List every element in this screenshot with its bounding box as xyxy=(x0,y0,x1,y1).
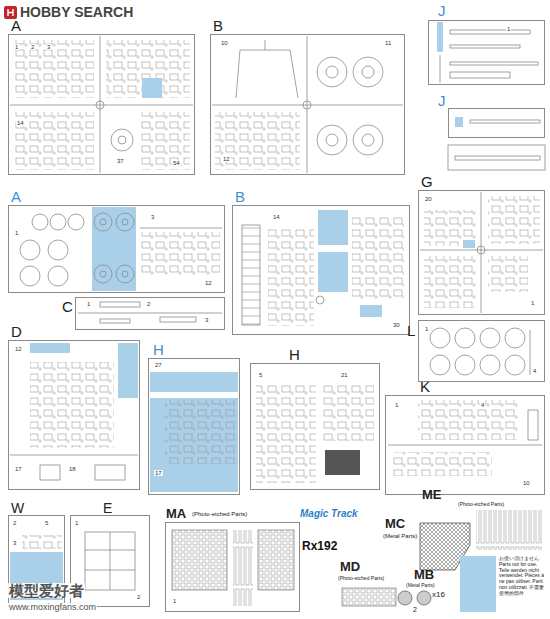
sprue-frame: A xyxy=(8,34,195,175)
callout-number: 1 xyxy=(394,402,399,408)
watermark: www.moxingfans.com xyxy=(8,603,97,612)
callout-number: 4 xyxy=(480,402,485,408)
sprue-letter: A xyxy=(11,18,21,33)
callout-number: 12 xyxy=(204,280,213,286)
callout-number: 1 xyxy=(506,26,511,32)
sprue-letter: E xyxy=(103,501,112,515)
callout-number: 18 xyxy=(68,466,77,472)
callout-number: 11 xyxy=(384,40,392,46)
callout-number: 1 xyxy=(530,300,535,306)
parts-note: (Metal Parts) xyxy=(383,533,417,539)
callout-number: 10 xyxy=(522,480,531,486)
sprue-frame: L xyxy=(418,320,545,382)
sprue-letter: J xyxy=(438,3,446,18)
sprue-letter: MD xyxy=(340,560,360,573)
sprue-frame: B xyxy=(232,205,410,335)
brand-logo: HOBBY SEARCH xyxy=(20,5,133,19)
callout-number: 3 xyxy=(12,540,17,546)
legend-swatch xyxy=(460,556,496,612)
sprue-frame: MB (Metal Parts) xyxy=(392,568,450,612)
sprue-frame: MA(Photo-etched Parts) xyxy=(165,522,300,612)
logo-text: Magic Track xyxy=(300,509,358,519)
sprue-letter: L xyxy=(407,323,415,338)
callout-number: 1 xyxy=(14,230,19,236)
sprue-letter: G xyxy=(421,174,433,189)
sprue-letter: MC xyxy=(385,517,405,530)
callout-number: 3 xyxy=(204,317,209,323)
sprue-letter: A xyxy=(11,189,21,204)
sprue-frame: B xyxy=(210,34,405,175)
sprue-frame: ME (Photo-etched Parts) xyxy=(420,488,545,552)
parts-note: (Photo-etched Parts) xyxy=(338,576,384,581)
parts-note: (Metal Parts) xyxy=(406,583,435,588)
sprue-letter: D xyxy=(11,324,22,339)
callout-number: 17 xyxy=(154,470,163,476)
parts-note: (Photo-etched Parts) xyxy=(192,511,247,517)
callout-number: 3 xyxy=(46,44,51,50)
set-code: Rx192 xyxy=(302,540,337,552)
sprue-frame: A xyxy=(8,205,225,293)
sprue-letter: K xyxy=(420,379,430,394)
callout-number: 2 xyxy=(136,594,141,600)
callout-number: 1 xyxy=(172,598,177,604)
callout-number: 54 xyxy=(172,160,181,166)
parts-note: (Photo-etched Parts) xyxy=(458,502,504,507)
callout-number: 14 xyxy=(272,214,281,220)
callout-number: 12 xyxy=(222,156,231,162)
callout-number: 21 xyxy=(340,372,349,378)
callout-number: 2 xyxy=(30,44,35,50)
sprue-letter: C xyxy=(62,299,73,314)
callout-number: 2 xyxy=(146,301,151,307)
legend-text: お使い頂けません Parts not for use. Teile werden… xyxy=(499,556,547,596)
callout-number: 5 xyxy=(44,520,49,526)
callout-number: 12 xyxy=(14,346,23,352)
callout-number: 4 xyxy=(532,368,537,374)
callout-number: 1 xyxy=(14,44,19,50)
sprue-letter: B xyxy=(235,189,245,204)
watermark: 模型爱好者 xyxy=(8,583,85,598)
callout-number: 2 xyxy=(12,520,17,526)
callout-number: 1 xyxy=(424,326,429,332)
callout-number: 14 xyxy=(16,120,25,126)
callout-number: 1 xyxy=(74,520,79,526)
sprue-letter: B xyxy=(213,18,223,33)
callout-number: 5 xyxy=(258,372,263,378)
sprue-frame: J xyxy=(428,20,545,85)
sprue-letter: ME xyxy=(422,488,442,501)
quantity: 2 xyxy=(413,606,417,613)
callout-number: 17 xyxy=(14,466,23,472)
callout-number: 20 xyxy=(424,196,433,202)
quantity: x16 xyxy=(432,591,445,599)
callout-number: 37 xyxy=(116,158,125,164)
callout-number: 3 xyxy=(150,214,155,220)
sprue-frame: J xyxy=(448,108,545,138)
sprue-letter: MA xyxy=(166,507,186,520)
sprue-letter: H xyxy=(153,342,164,357)
callout-number: 10 xyxy=(220,40,229,46)
sprue-frame: MD (Photo-etched Parts) xyxy=(338,560,400,610)
sprue-letter: MB xyxy=(414,568,434,581)
sprue-frame: H xyxy=(250,363,380,490)
callout-number: 27 xyxy=(154,362,163,368)
sprue-letter: W xyxy=(11,501,24,515)
sprue-letter: H xyxy=(289,347,300,362)
sprue-letter: J xyxy=(438,93,446,108)
sprue-frame: K xyxy=(385,395,545,495)
callout-number: 1 xyxy=(86,301,91,307)
sprue-frame: G xyxy=(418,190,545,315)
callout-number: 30 xyxy=(392,322,401,328)
